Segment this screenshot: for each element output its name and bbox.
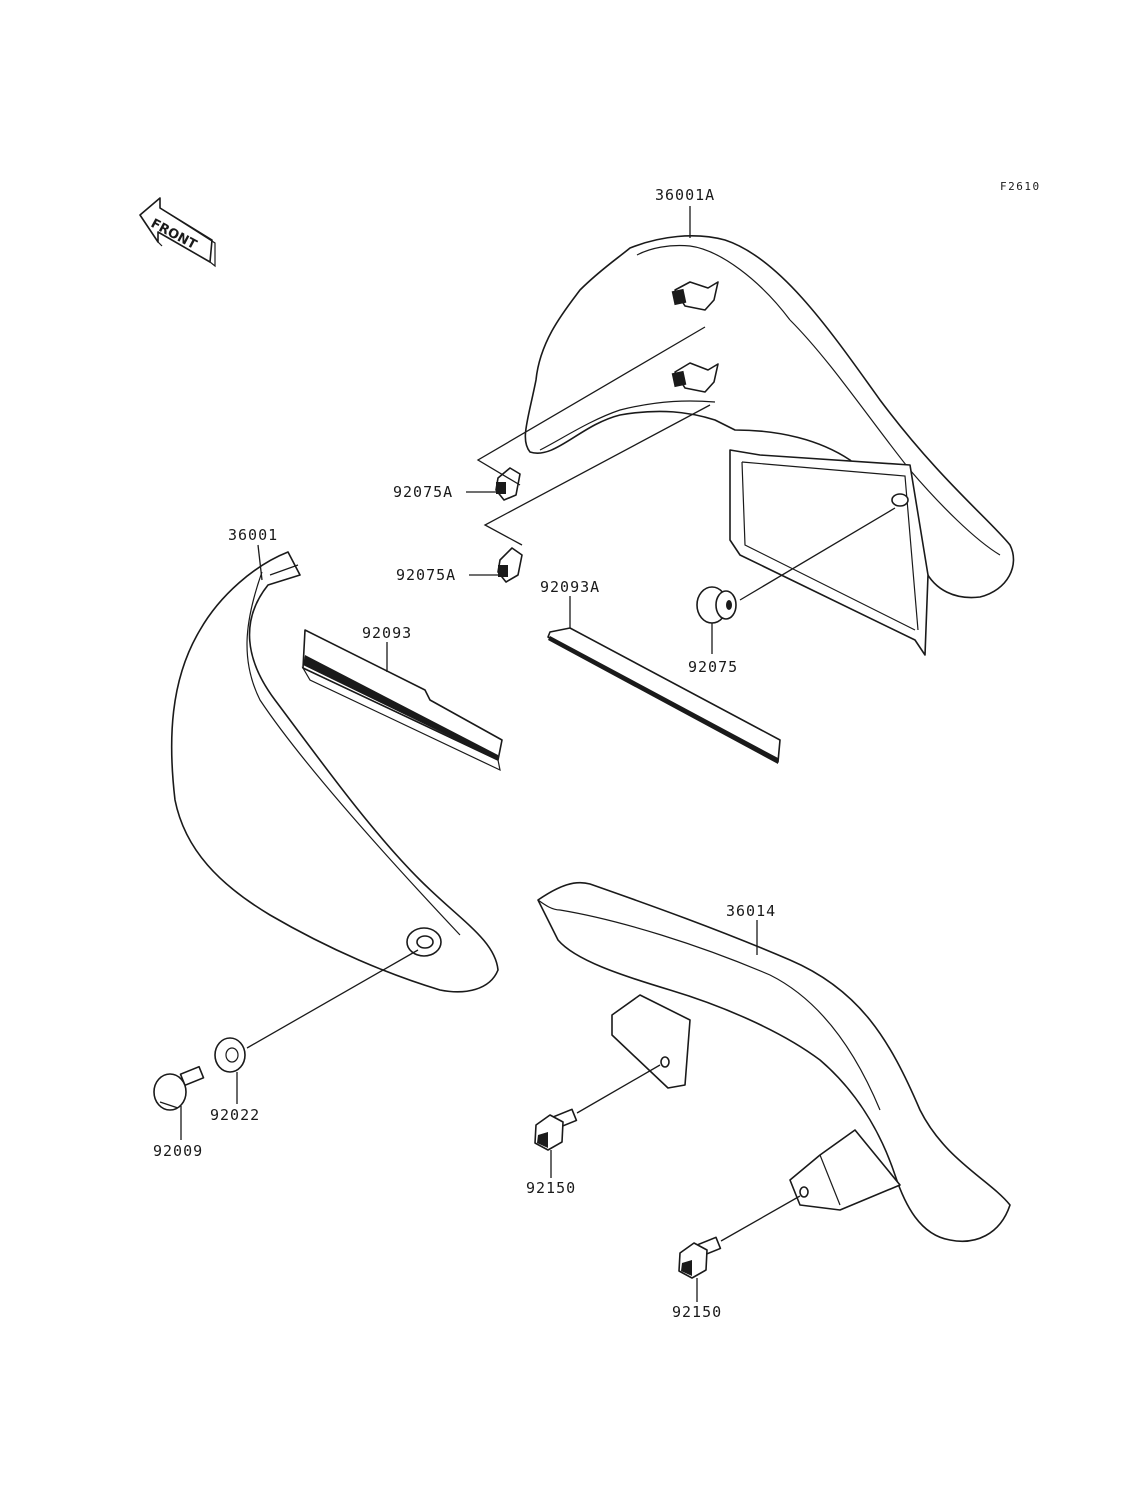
label-92022: 92022	[210, 1106, 260, 1124]
label-92150-lower: 92150	[672, 1303, 722, 1321]
screw-92009[interactable]	[153, 1065, 205, 1111]
label-92150-upper: 92150	[526, 1179, 576, 1197]
leader-clip-lower	[483, 404, 711, 546]
label-36001A: 36001A	[655, 186, 715, 204]
leader-36001	[257, 544, 263, 581]
bolt-92150-lower[interactable]	[678, 1236, 722, 1279]
label-92093: 92093	[362, 624, 412, 642]
leader-bolt-upper	[576, 1064, 661, 1114]
label-92075A-upper: 92075A	[393, 483, 453, 501]
front-arrow-icon: FRONT	[139, 197, 216, 268]
chain-cover-36014[interactable]	[537, 881, 1011, 1242]
clip-92075A-upper[interactable]	[495, 467, 521, 501]
pad-92093A[interactable]	[547, 627, 781, 764]
label-92075A-lower: 92075A	[396, 566, 456, 584]
leader-bolt-lower	[720, 1195, 801, 1242]
label-92093A: 92093A	[540, 578, 600, 596]
grommet-92075[interactable]	[696, 586, 737, 624]
bolt-92150-upper[interactable]	[534, 1108, 578, 1151]
figure-code: F2610	[1000, 180, 1041, 193]
clip-92075A-lower[interactable]	[497, 547, 523, 583]
pad-92093[interactable]	[301, 629, 503, 772]
label-92009: 92009	[153, 1142, 203, 1160]
leader-washer-to-cover	[246, 949, 419, 1049]
side-cover-36001[interactable]	[170, 551, 499, 993]
label-36014: 36014	[726, 902, 776, 920]
label-92075: 92075	[688, 658, 738, 676]
leader-clip-upper	[476, 326, 706, 486]
washer-92022[interactable]	[214, 1037, 246, 1073]
label-36001: 36001	[228, 526, 278, 544]
leader-grommet	[739, 507, 896, 601]
side-cover-36001A[interactable]	[524, 235, 1015, 656]
